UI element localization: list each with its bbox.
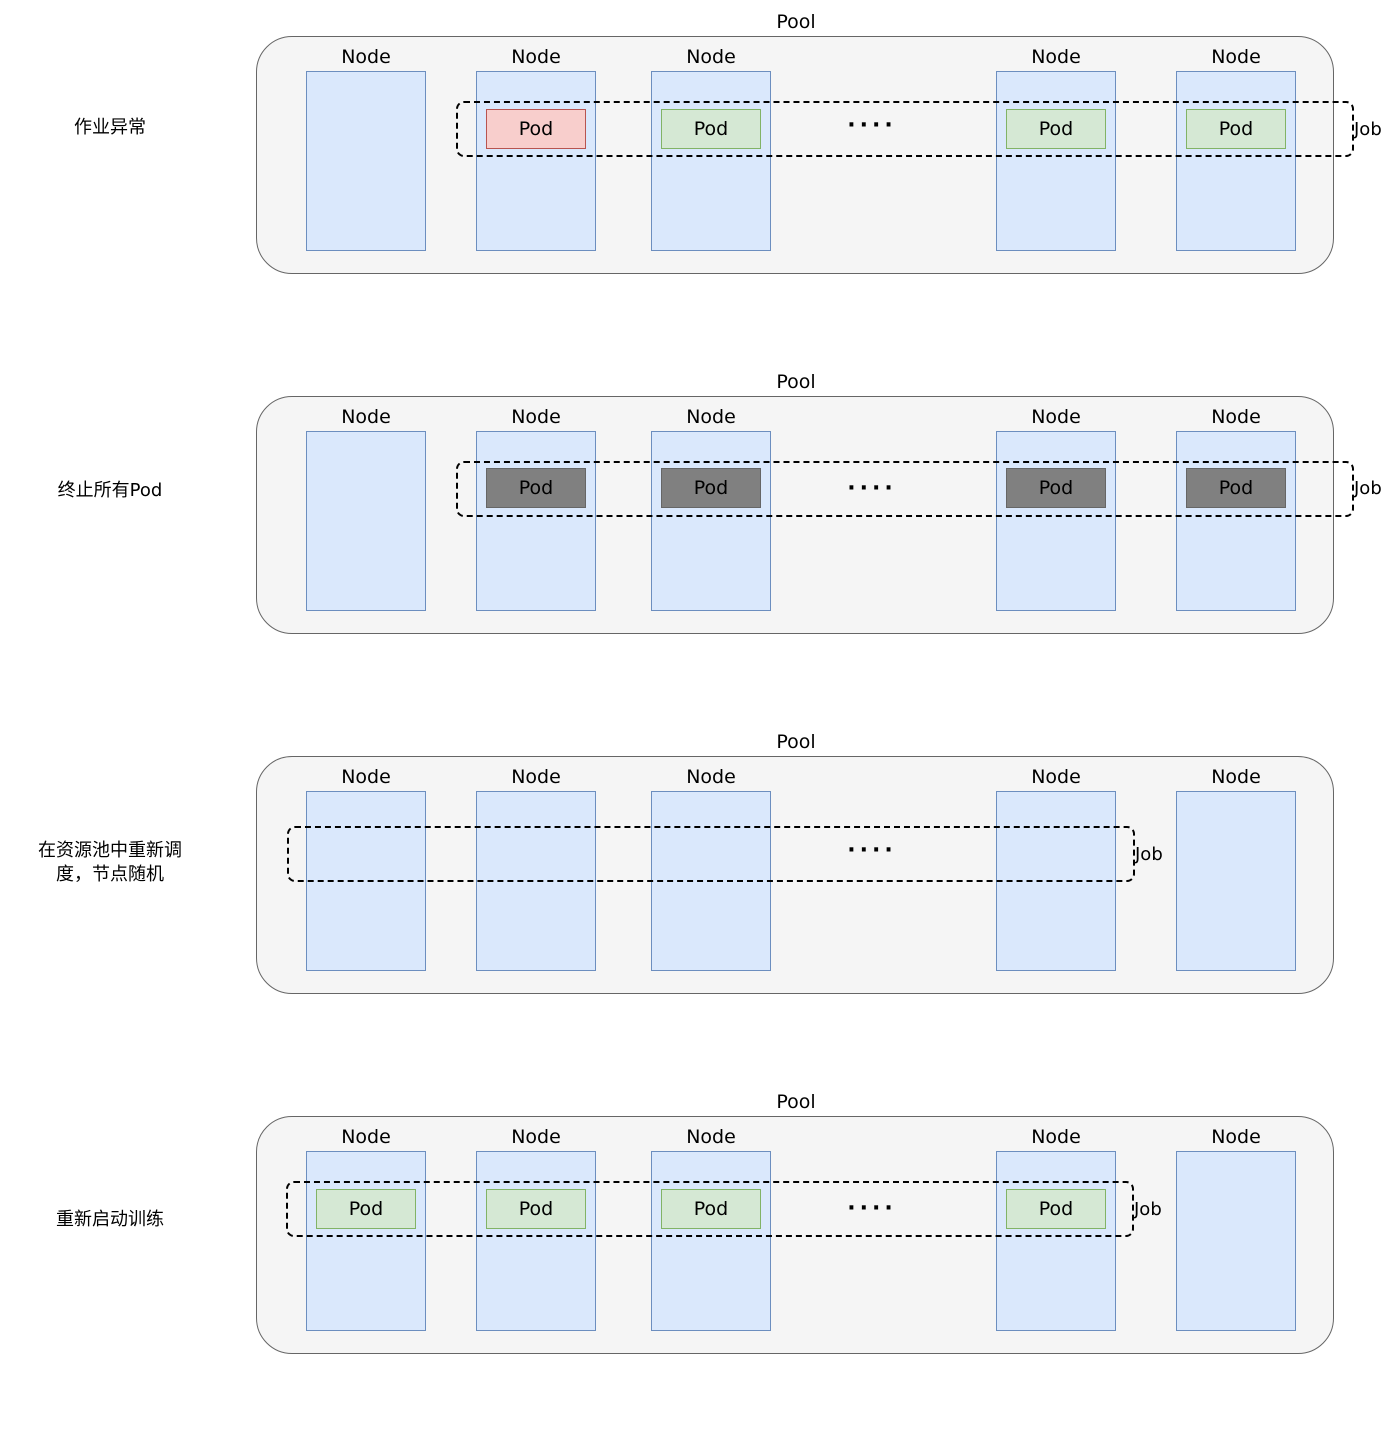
stage-label: 重新启动训练 xyxy=(56,1209,164,1230)
node-title: Node xyxy=(1211,1126,1261,1148)
pool-title: Pool xyxy=(776,731,816,753)
stage-label-line: 度，节点随机 xyxy=(56,864,164,885)
stage-terminate-pods: 终止所有Pod Pool Node Node Node Node Node Po… xyxy=(0,360,1398,720)
node xyxy=(996,431,1116,611)
node-title: Node xyxy=(511,46,561,68)
job-label: Job xyxy=(1134,1199,1162,1220)
node xyxy=(306,1151,426,1331)
node-title: Node xyxy=(341,46,391,68)
node-title: Node xyxy=(1211,406,1261,428)
stage-label: 终止所有Pod xyxy=(57,480,163,501)
pod-running: Pod xyxy=(316,1189,416,1229)
pod-failed: Pod xyxy=(486,109,586,149)
pod-running: Pod xyxy=(1006,109,1106,149)
node-title: Node xyxy=(341,766,391,788)
job-boundary xyxy=(287,826,1135,882)
pod-running: Pod xyxy=(1186,109,1286,149)
node-title: Node xyxy=(686,1126,736,1148)
ellipsis: ···· xyxy=(847,1196,897,1221)
stage-label-line: 在资源池中重新调 xyxy=(38,840,182,861)
node-title: Node xyxy=(1031,766,1081,788)
pod-running: Pod xyxy=(661,1189,761,1229)
pod-terminated: Pod xyxy=(661,468,761,508)
node-title: Node xyxy=(1031,406,1081,428)
node xyxy=(651,71,771,251)
node-title: Node xyxy=(341,1126,391,1148)
pod-terminated: Pod xyxy=(1186,468,1286,508)
pod-terminated: Pod xyxy=(1006,468,1106,508)
job-label: Job xyxy=(1135,844,1163,865)
ellipsis: ···· xyxy=(847,113,897,138)
node xyxy=(1176,71,1296,251)
stage-restart-training: 重新启动训练 Pool Node Node Node Node Node Pod… xyxy=(0,1080,1398,1440)
node xyxy=(996,71,1116,251)
ellipsis: ···· xyxy=(847,476,897,501)
node-title: Node xyxy=(686,406,736,428)
node-title: Node xyxy=(511,406,561,428)
pod-running: Pod xyxy=(661,109,761,149)
pool xyxy=(256,756,1334,994)
node-title: Node xyxy=(1211,766,1261,788)
job-boundary xyxy=(286,1181,1134,1237)
node xyxy=(1176,791,1296,971)
node xyxy=(476,431,596,611)
job-label: Job xyxy=(1354,478,1382,499)
node xyxy=(476,71,596,251)
pod-running: Pod xyxy=(1006,1189,1106,1229)
pod-terminated: Pod xyxy=(486,468,586,508)
node xyxy=(1176,1151,1296,1331)
stage-job-error: 作业异常 Pool Node Node Node Node Node Pod P… xyxy=(0,0,1398,360)
node-title: Node xyxy=(1031,1126,1081,1148)
stage-reschedule: 在资源池中重新调 度，节点随机 Pool Node Node Node Node… xyxy=(0,720,1398,1080)
node-title: Node xyxy=(686,766,736,788)
node xyxy=(1176,431,1296,611)
node-title: Node xyxy=(1031,46,1081,68)
node xyxy=(651,1151,771,1331)
node-title: Node xyxy=(511,766,561,788)
pool-title: Pool xyxy=(776,1091,816,1113)
node-title: Node xyxy=(686,46,736,68)
node xyxy=(306,71,426,251)
node xyxy=(306,431,426,611)
job-boundary xyxy=(456,101,1354,157)
node-title: Node xyxy=(511,1126,561,1148)
pod-running: Pod xyxy=(486,1189,586,1229)
node xyxy=(476,1151,596,1331)
job-label: Job xyxy=(1354,119,1382,140)
stage-label: 作业异常 xyxy=(74,117,146,138)
stage-label: 在资源池中重新调 度，节点随机 xyxy=(20,839,200,887)
pool-title: Pool xyxy=(776,371,816,393)
ellipsis: ···· xyxy=(847,838,897,863)
node xyxy=(651,431,771,611)
job-boundary xyxy=(456,461,1354,517)
node xyxy=(996,1151,1116,1331)
node-title: Node xyxy=(341,406,391,428)
node-title: Node xyxy=(1211,46,1261,68)
pool-title: Pool xyxy=(776,11,816,33)
